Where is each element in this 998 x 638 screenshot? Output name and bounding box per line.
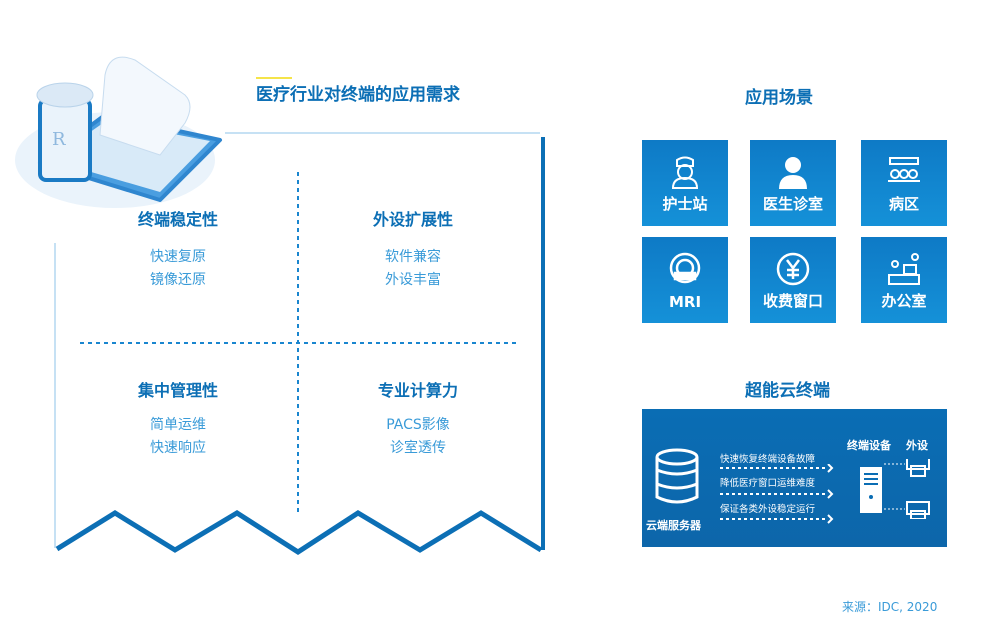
quadrant-heading: 专业计算力 xyxy=(377,381,458,400)
prescription-phone-illustration: R xyxy=(15,56,222,208)
scene-label: 护士站 xyxy=(662,195,708,213)
quadrant-line: 外设丰富 xyxy=(385,272,441,288)
scene-label: 医生诊室 xyxy=(762,195,823,213)
device-label: 终端设备 xyxy=(847,439,891,452)
scene-tile-ward: 病区 xyxy=(861,140,947,226)
cloud-terminal-panel: 云端服务器 快速恢复终端设备故障 降低医疗窗口运维难度 保证各类外设稳定运行 终… xyxy=(642,409,947,547)
yen-icon xyxy=(776,252,810,286)
source-note: 来源：IDC, 2020 xyxy=(842,600,938,614)
quadrant-heading: 集中管理性 xyxy=(137,381,218,400)
scene-tile-doctor: 医生诊室 xyxy=(750,140,836,226)
nurse-icon xyxy=(671,156,699,189)
quadrant-heading: 终端稳定性 xyxy=(137,210,218,229)
quadrant-line: 软件兼容 xyxy=(385,249,441,265)
svg-text:R: R xyxy=(52,129,66,150)
scene-label: 病区 xyxy=(888,195,919,213)
printer-icon xyxy=(906,501,930,519)
arrow-label: 保证各类外设稳定运行 xyxy=(720,504,816,515)
scene-label: 收费窗口 xyxy=(762,292,823,310)
arrow-label: 降低医疗窗口运维难度 xyxy=(720,478,816,489)
scene-tile-nurse: 护士站 xyxy=(642,140,728,226)
quadrant-line: 镜像还原 xyxy=(150,272,206,288)
mri-icon xyxy=(669,252,701,284)
quadrant-line: 诊室透传 xyxy=(390,440,446,456)
office-icon xyxy=(888,253,920,285)
cloud-title: 超能云终端 xyxy=(745,381,830,401)
quadrant-line: 快速复原 xyxy=(150,249,206,265)
scene-tile-cashier: 收费窗口 xyxy=(750,237,836,323)
demand-title: 医疗行业对终端的应用需求 xyxy=(256,85,460,105)
scene-tile-mri: MRI xyxy=(642,237,728,323)
peripheral-label: 外设 xyxy=(906,439,928,452)
terminal-peripherals xyxy=(860,459,930,519)
printer-icon xyxy=(906,459,930,477)
ward-icon xyxy=(888,157,920,182)
arrow-label: 快速恢复终端设备故障 xyxy=(720,454,816,465)
database-icon xyxy=(655,448,699,504)
scenes-title: 应用场景 xyxy=(745,88,813,108)
scene-label: 办公室 xyxy=(881,292,927,310)
quadrant-line: 简单运维 xyxy=(150,417,206,433)
scene-label: MRI xyxy=(668,293,702,311)
doctor-icon xyxy=(779,157,807,189)
quadrant-heading: 外设扩展性 xyxy=(372,210,453,229)
quadrant-line: 快速响应 xyxy=(150,440,206,456)
dashed-arrows xyxy=(720,464,834,524)
demand-frame xyxy=(54,132,545,555)
scene-tile-office: 办公室 xyxy=(861,237,947,323)
quadrant-line: PACS影像 xyxy=(386,417,450,433)
server-label: 云端服务器 xyxy=(646,519,701,532)
title-accent xyxy=(256,77,292,79)
